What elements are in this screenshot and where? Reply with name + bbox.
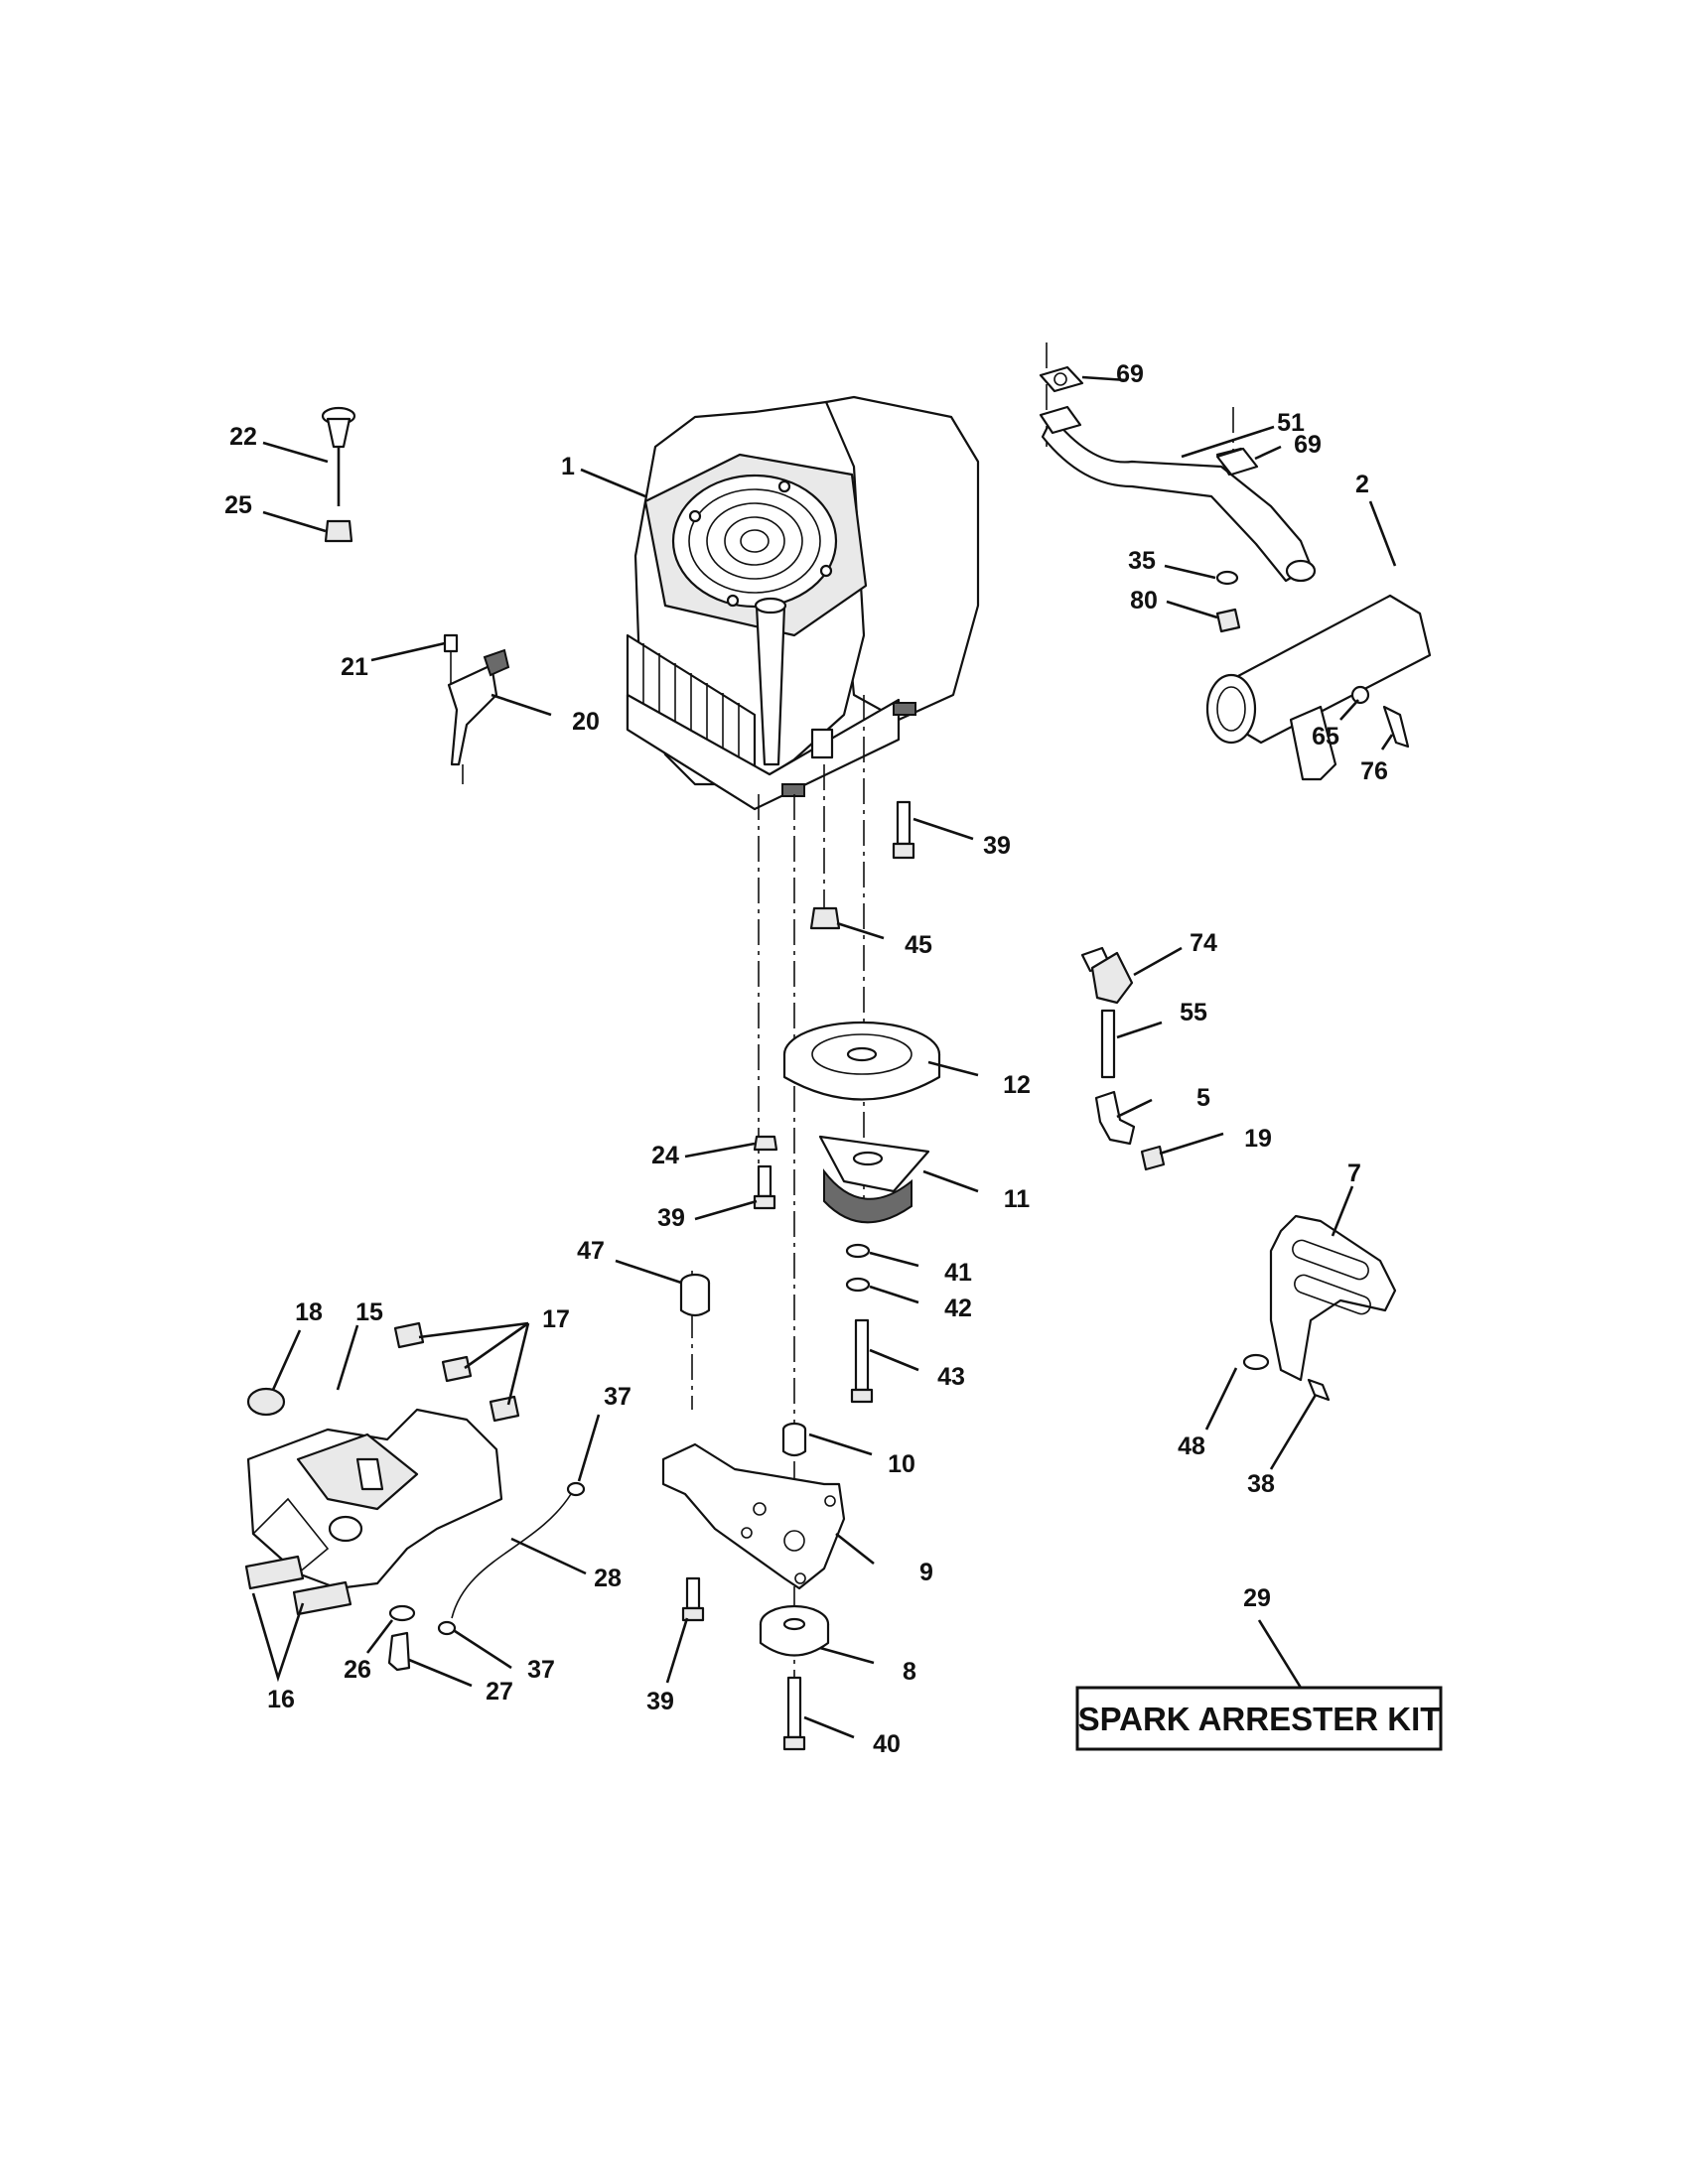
callout-65: 65 <box>1312 723 1339 751</box>
callout-5: 5 <box>1196 1084 1210 1112</box>
callout-55: 55 <box>1180 999 1207 1026</box>
callout-7: 7 <box>1347 1160 1361 1187</box>
callout-16: 16 <box>267 1686 295 1713</box>
callout-15: 15 <box>355 1298 383 1326</box>
callout-38: 38 <box>1247 1470 1275 1498</box>
callout-39c: 39 <box>646 1688 674 1715</box>
callout-45: 45 <box>905 931 932 959</box>
callout-9: 9 <box>919 1559 933 1586</box>
callout-21: 21 <box>341 653 368 681</box>
callout-17: 17 <box>542 1305 570 1333</box>
callout-80: 80 <box>1130 587 1158 614</box>
callout-24: 24 <box>651 1142 679 1169</box>
center-stack <box>661 695 941 1751</box>
callout-39b: 39 <box>657 1204 685 1232</box>
callout-35: 35 <box>1128 547 1156 575</box>
callout-22: 22 <box>229 423 257 451</box>
dipstick <box>321 406 356 543</box>
callout-74: 74 <box>1190 929 1217 957</box>
callout-76: 76 <box>1360 757 1388 785</box>
callout-11: 11 <box>1004 1185 1031 1213</box>
callout-1: 1 <box>561 453 575 480</box>
throttle-bracket <box>443 633 510 784</box>
callout-48: 48 <box>1178 1433 1205 1460</box>
callout-47: 47 <box>577 1237 605 1265</box>
callout-26: 26 <box>344 1656 371 1684</box>
spark-arrester-kit: SPARK ARRESTER KIT 29 <box>1075 1584 1443 1751</box>
callout-27: 27 <box>486 1678 513 1706</box>
callout-20: 20 <box>572 708 600 736</box>
callout-12: 12 <box>1003 1071 1031 1099</box>
callout-69b: 69 <box>1294 431 1322 459</box>
callout-40: 40 <box>873 1730 901 1758</box>
callout-29: 29 <box>1243 1584 1271 1612</box>
callout-2: 2 <box>1355 471 1369 498</box>
callout-39a: 39 <box>983 832 1011 860</box>
callout-18: 18 <box>295 1298 323 1326</box>
callout-37a: 37 <box>604 1383 632 1411</box>
callout-37b: 37 <box>527 1656 555 1684</box>
callout-8: 8 <box>903 1658 916 1686</box>
callout-labels: 1 2 5 7 8 9 10 11 12 15 16 17 18 19 20 2 <box>224 360 1397 1758</box>
callout-41: 41 <box>944 1259 972 1287</box>
callout-43: 43 <box>937 1363 965 1391</box>
callout-28: 28 <box>594 1565 622 1592</box>
bracket-7 <box>1242 1214 1397 1402</box>
exhaust-assembly <box>1039 342 1432 781</box>
fittings <box>1080 946 1166 1171</box>
callout-69a: 69 <box>1116 360 1144 388</box>
kit-box-label: SPARK ARRESTER KIT <box>1078 1701 1441 1737</box>
callout-42: 42 <box>944 1295 972 1322</box>
engine <box>626 395 980 811</box>
callout-19: 19 <box>1244 1125 1272 1153</box>
callout-51: 51 <box>1277 409 1305 437</box>
callout-25: 25 <box>224 491 252 519</box>
callout-10: 10 <box>888 1450 915 1478</box>
shroud-15 <box>244 1321 586 1672</box>
